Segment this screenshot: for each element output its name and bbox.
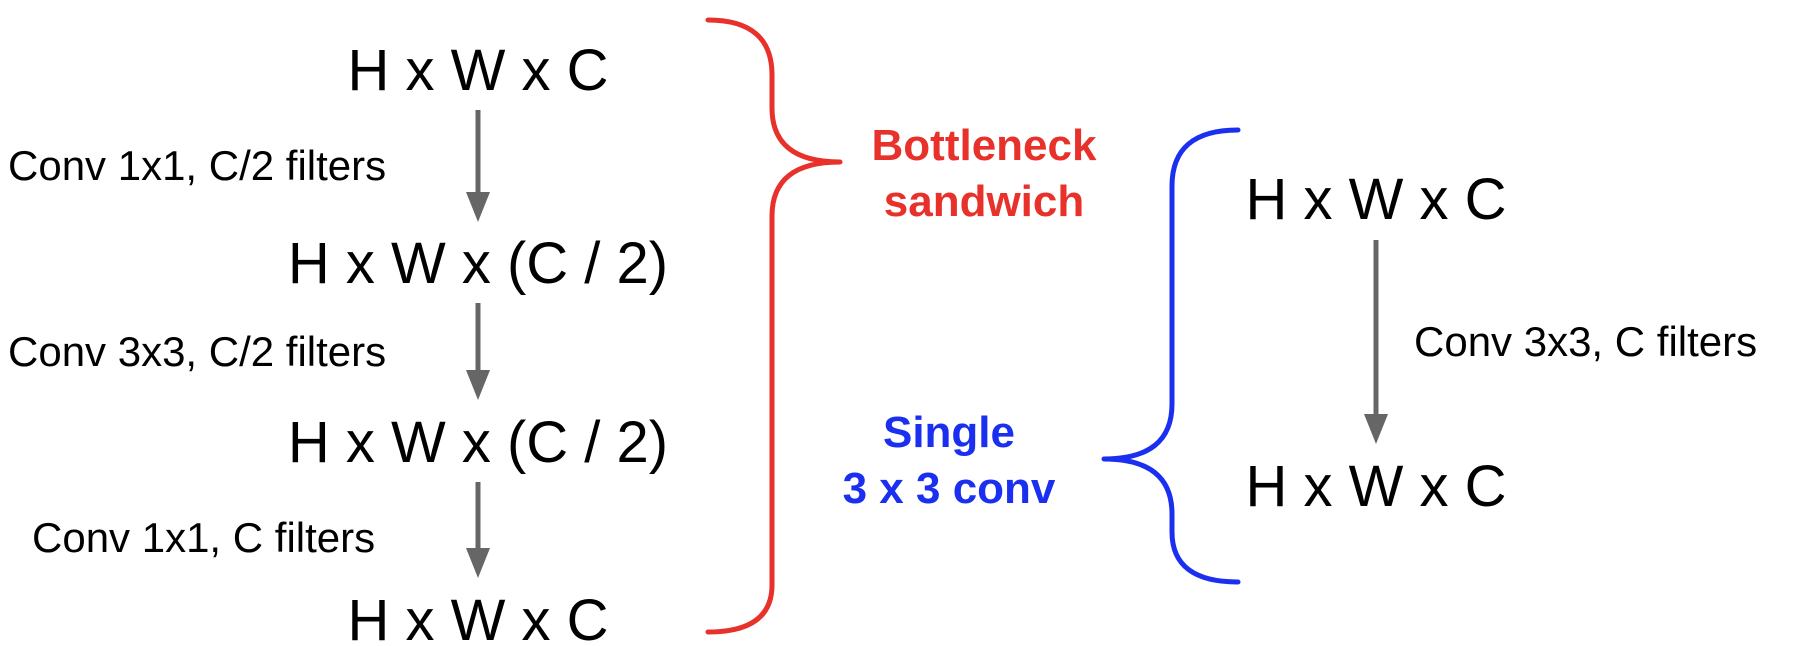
single-conv-op-conv3x3: Conv 3x3, C filters bbox=[1414, 318, 1757, 365]
bottleneck-op-conv1x1-expand: Conv 1x1, C filters bbox=[32, 514, 375, 561]
single-conv-label-line-2: 3 x 3 conv bbox=[843, 464, 1056, 513]
bottleneck-shape-reduced-2: H x W x (C / 2) bbox=[288, 410, 668, 475]
single-conv-brace bbox=[1101, 127, 1241, 585]
bottleneck-sandwich-label-line-1: Bottleneck bbox=[872, 121, 1097, 170]
single-conv-shape-input: H x W x C bbox=[1246, 167, 1507, 232]
bottleneck-arrowhead-1 bbox=[466, 192, 490, 222]
bottleneck-sandwich-label-line-2: sandwich bbox=[884, 177, 1085, 226]
bottleneck-arrowhead-2 bbox=[466, 370, 490, 400]
bottleneck-shape-input: H x W x C bbox=[348, 38, 609, 103]
single-conv-label-line-1: Single bbox=[883, 408, 1015, 457]
bottleneck-shape-output: H x W x C bbox=[348, 588, 609, 646]
bottleneck-op-conv3x3: Conv 3x3, C/2 filters bbox=[8, 328, 386, 375]
bottleneck-arrowhead-3 bbox=[466, 548, 490, 578]
single-conv-arrowhead bbox=[1364, 414, 1388, 444]
bottleneck-op-conv1x1-reduce: Conv 1x1, C/2 filters bbox=[8, 142, 386, 189]
single-conv-shape-output: H x W x C bbox=[1246, 454, 1507, 519]
bottleneck-brace bbox=[705, 17, 843, 635]
bottleneck-shape-reduced-1: H x W x (C / 2) bbox=[288, 231, 668, 296]
